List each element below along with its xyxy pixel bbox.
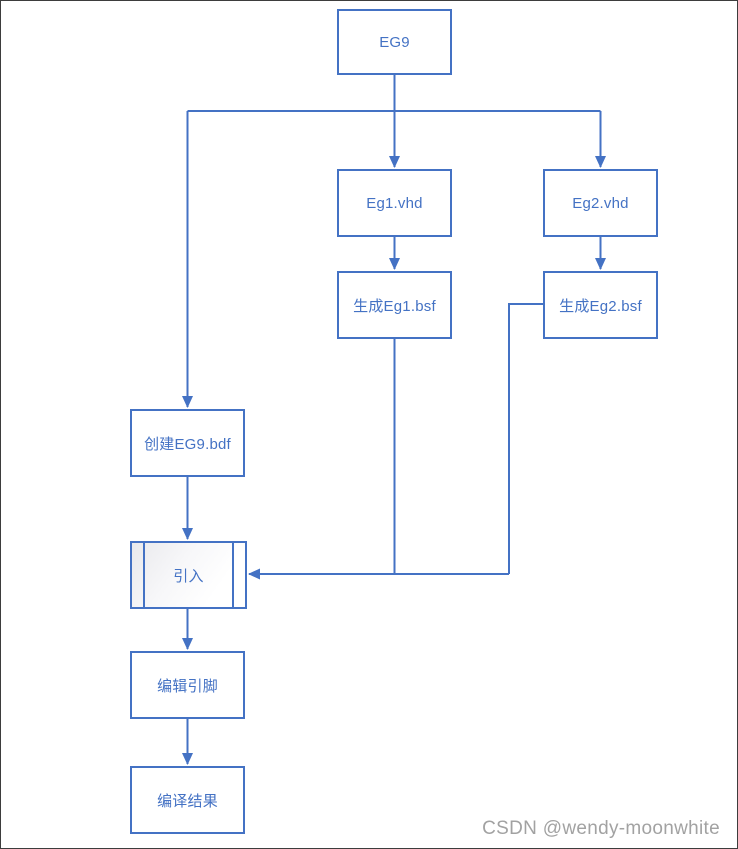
- connector-gen-eg2bsf-drop: [508, 303, 543, 574]
- node-compile-result: 编译结果: [130, 766, 245, 834]
- node-compile-result-label: 编译结果: [157, 792, 218, 810]
- csdn-watermark: CSDN @wendy-moonwhite: [482, 818, 720, 839]
- node-eg2-vhd: Eg2.vhd: [543, 169, 658, 237]
- node-create-eg9-bdf: 创建EG9.bdf: [130, 409, 245, 477]
- node-gen-eg2-bsf-label: 生成Eg2.bsf: [559, 297, 642, 315]
- node-create-eg9-bdf-label: 创建EG9.bdf: [144, 435, 231, 453]
- node-eg1-vhd-label: Eg1.vhd: [366, 194, 423, 212]
- node-import: 引入: [130, 541, 247, 609]
- node-edit-pins: 编辑引脚: [130, 651, 245, 719]
- node-eg1-vhd: Eg1.vhd: [337, 169, 452, 237]
- predefined-process-right-bar: [232, 543, 234, 607]
- node-eg9: EG9: [337, 9, 452, 75]
- node-eg9-label: EG9: [379, 33, 410, 51]
- node-eg2-vhd-label: Eg2.vhd: [572, 194, 629, 212]
- node-edit-pins-label: 编辑引脚: [157, 677, 218, 695]
- node-gen-eg1-bsf-label: 生成Eg1.bsf: [353, 297, 436, 315]
- node-gen-eg2-bsf: 生成Eg2.bsf: [543, 271, 658, 339]
- node-gen-eg1-bsf: 生成Eg1.bsf: [337, 271, 452, 339]
- predefined-process-left-bar: [143, 543, 145, 607]
- node-import-label: 引入: [173, 567, 204, 585]
